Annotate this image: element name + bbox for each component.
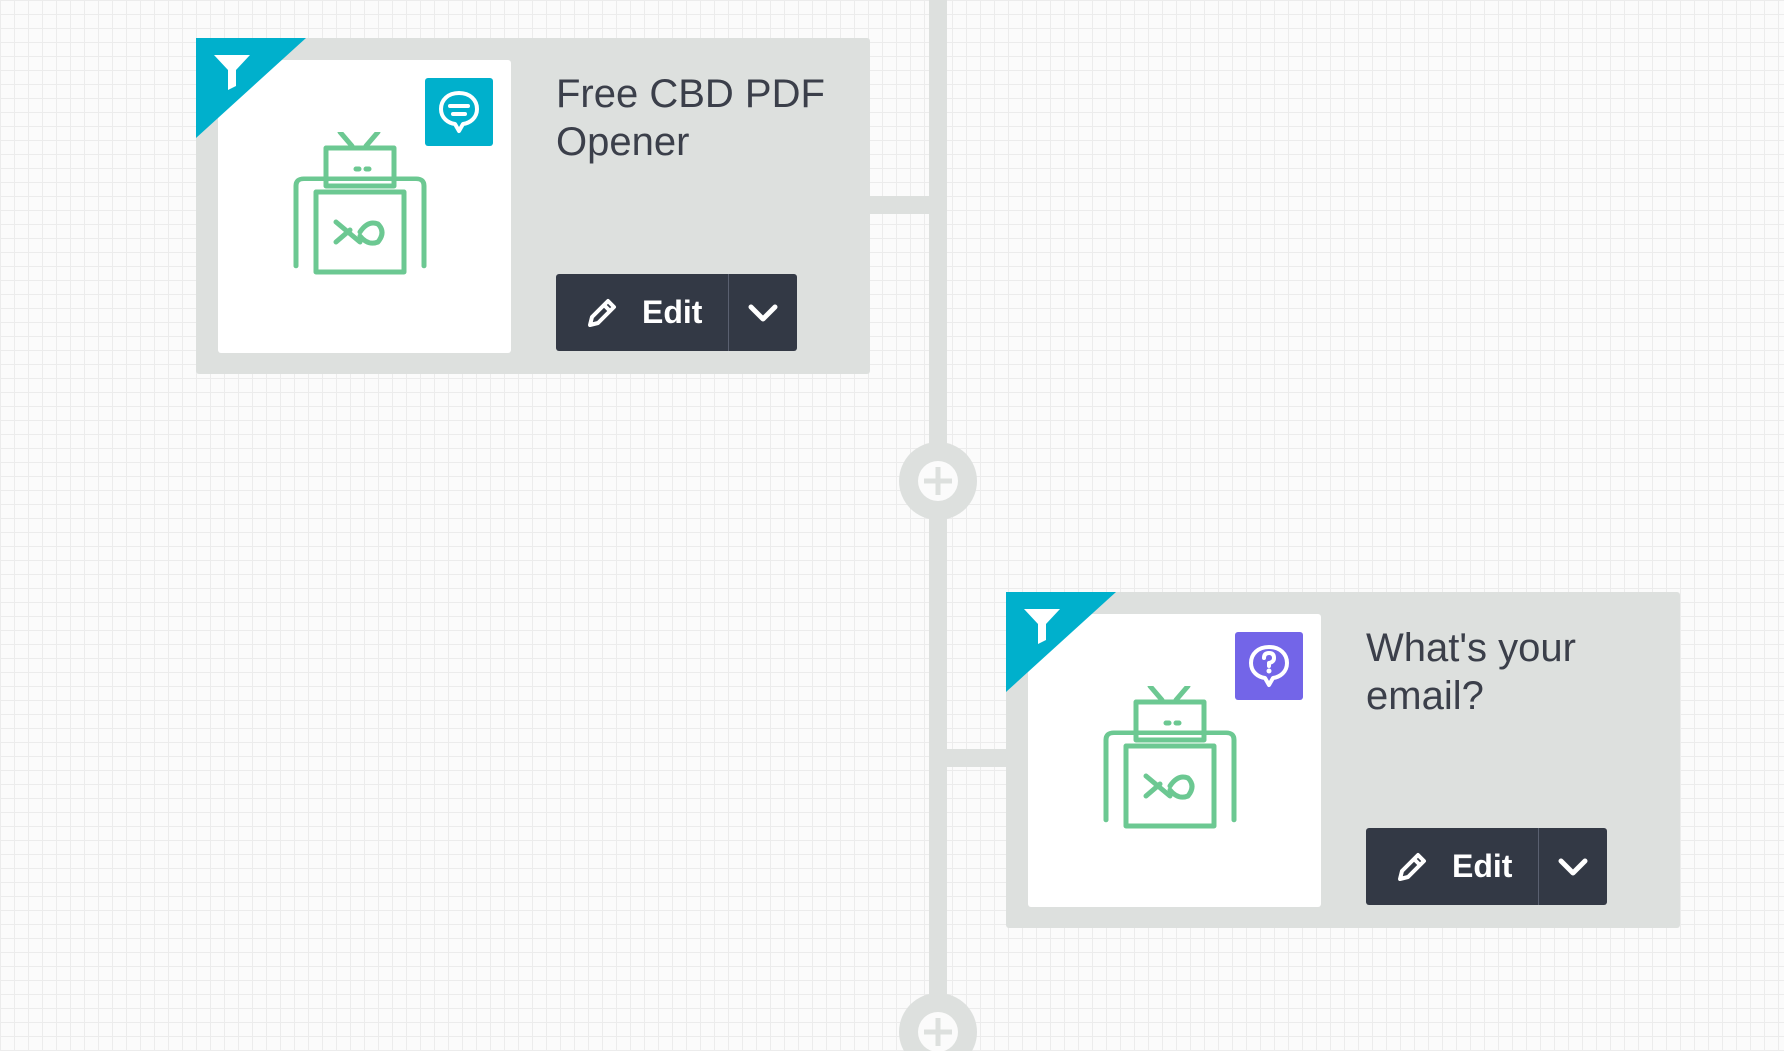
pencil-icon: [1398, 852, 1426, 881]
flow-step-card[interactable]: What's your email? Edit: [1006, 592, 1680, 928]
more-options-button[interactable]: [729, 274, 797, 351]
edit-button[interactable]: Edit: [1366, 828, 1538, 905]
edit-button-group: Edit: [1366, 828, 1607, 905]
edit-button-group: Edit: [556, 274, 797, 351]
add-step-button[interactable]: [899, 442, 977, 520]
step-thumbnail: [218, 60, 511, 353]
plus-icon: [918, 1012, 958, 1051]
funnel-icon: [1024, 609, 1060, 644]
add-step-button[interactable]: [899, 993, 977, 1051]
chevron-down-icon: [748, 304, 778, 321]
chat-bubble-icon: [425, 78, 493, 146]
funnel-icon: [214, 55, 250, 90]
step-title: What's your email?: [1366, 626, 1576, 718]
step-title: Free CBD PDF Opener: [556, 72, 825, 164]
button-divider: [728, 274, 729, 351]
more-options-button[interactable]: [1539, 828, 1607, 905]
edit-button-label: Edit: [642, 294, 703, 330]
button-divider: [1538, 828, 1539, 905]
branch-connector: [940, 749, 1008, 767]
question-bubble-icon: [1235, 632, 1303, 700]
chevron-down-icon: [1558, 858, 1588, 875]
branch-connector: [870, 196, 940, 214]
robot-icon: [1103, 686, 1237, 829]
flow-connector-line: [929, 0, 947, 1051]
pencil-icon: [588, 298, 616, 327]
edit-button-label: Edit: [1452, 848, 1513, 884]
edit-button[interactable]: Edit: [556, 274, 728, 351]
robot-icon: [293, 132, 427, 275]
flow-step-card[interactable]: Free CBD PDF Opener Edit: [196, 38, 870, 374]
plus-icon: [918, 461, 958, 501]
step-thumbnail: [1028, 614, 1321, 907]
